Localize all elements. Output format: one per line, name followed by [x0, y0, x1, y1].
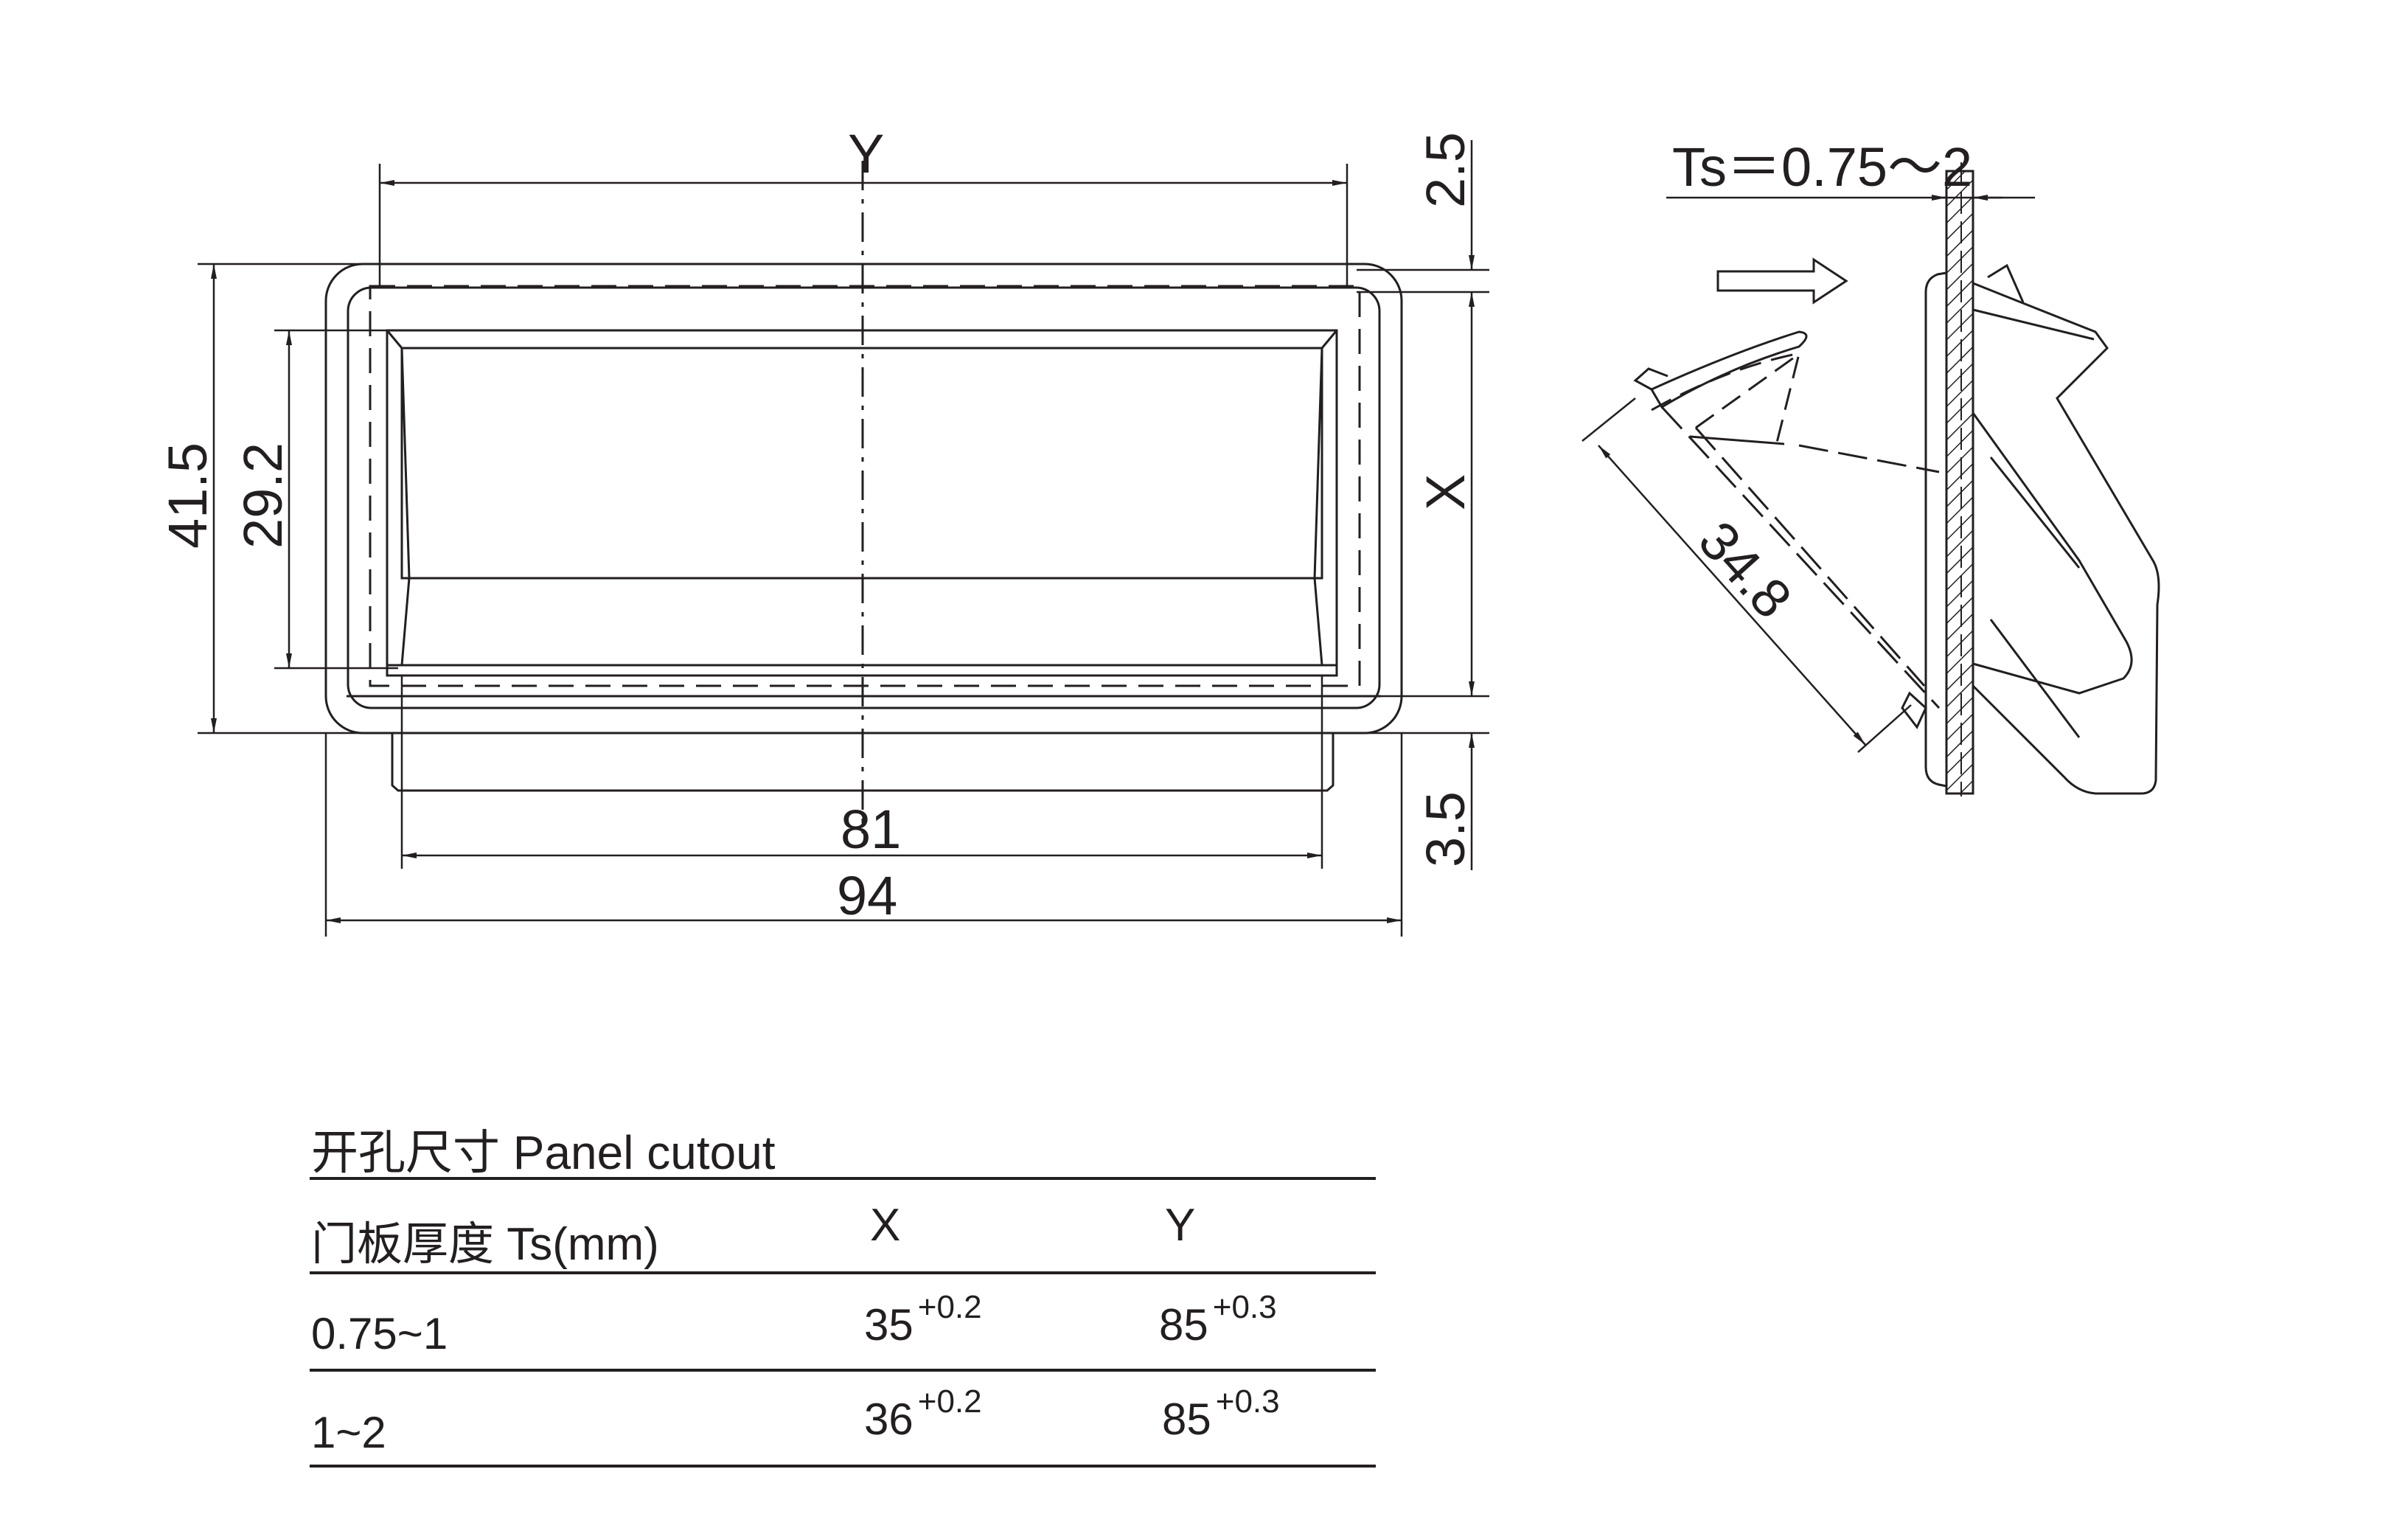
table-rule-header: [310, 1271, 1376, 1274]
handle-body: [1972, 282, 2160, 795]
handle-flange: [1924, 271, 1947, 788]
lever-open: [1649, 330, 1808, 409]
label-94: 94: [837, 865, 897, 926]
row-2-ts: 1~2: [311, 1408, 386, 1457]
row-2-x-value: 36: [864, 1395, 914, 1444]
row-1-y-value: 85: [1159, 1300, 1208, 1350]
side-view: [1581, 162, 2160, 796]
side-view-labels: Ts＝0.75～2 34.8: [1672, 136, 1972, 630]
direction-arrow: [1716, 257, 1848, 305]
row-2-x-tolerance: +0.2: [917, 1383, 982, 1420]
label-Y: Y: [848, 123, 884, 184]
label-34-8: 34.8: [1687, 510, 1803, 630]
table-rule-bottom: [310, 1465, 1376, 1468]
lever-dashed-arc: [1651, 353, 1797, 411]
handle-inner: [1972, 412, 2133, 695]
row-1-x-value: 35: [864, 1300, 914, 1350]
label-X: X: [1415, 474, 1476, 510]
row-2-y-value: 85: [1162, 1395, 1211, 1444]
column-header-x: X: [870, 1200, 901, 1251]
dim-34-8-line: [1598, 445, 1866, 746]
column-header-y: Y: [1165, 1200, 1196, 1251]
panel-section: [1945, 170, 1974, 795]
front-view: [324, 161, 1403, 833]
front-view-labels: Y 81 94 41.5 29.2 X 2.5 3.5: [157, 123, 1476, 926]
label-29-2: 29.2: [232, 442, 293, 549]
row-2-x: 36+0.2: [864, 1383, 982, 1445]
label-3-5: 3.5: [1415, 791, 1476, 867]
front-view-dimensions: [198, 140, 1489, 937]
lever-dashed-pivot: [1695, 351, 1801, 443]
label-2-5: 2.5: [1415, 132, 1476, 208]
label-41-5: 41.5: [157, 442, 218, 549]
row-2-y-tolerance: +0.3: [1215, 1383, 1280, 1420]
row-1-y-tolerance: +0.3: [1212, 1289, 1277, 1325]
cutout-title: 开孔尺寸 Panel cutout: [311, 1126, 776, 1179]
row-2-y: 85+0.3: [1162, 1383, 1280, 1445]
row-1-x-tolerance: +0.2: [917, 1289, 982, 1325]
row-1-y: 85+0.3: [1159, 1289, 1277, 1350]
table-rule-row-1: [310, 1369, 1376, 1372]
handle-lip: [1987, 263, 2025, 303]
table-rule-top: [310, 1177, 1376, 1180]
row-1-x: 35+0.2: [864, 1289, 982, 1350]
label-ts-range: Ts＝0.75～2: [1672, 136, 1972, 198]
row-1-ts: 0.75~1: [311, 1309, 448, 1358]
column-header-ts: 门板厚度 Ts(mm): [311, 1219, 659, 1270]
lever-dashed-to-panel: [1798, 444, 1940, 473]
cutout-dashed-outline: [369, 285, 1361, 687]
label-81: 81: [841, 799, 901, 860]
